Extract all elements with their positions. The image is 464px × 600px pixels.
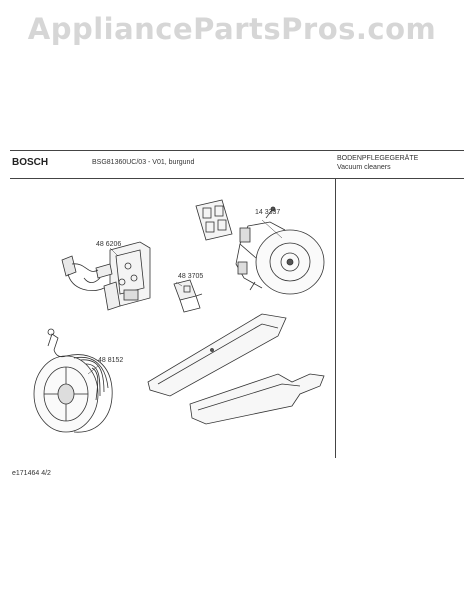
header-top-rule [10, 150, 464, 151]
part-label-14-3337: 14 3337 [255, 209, 280, 216]
model-number: BSG81360UC/03 - V01, burgund [92, 159, 195, 166]
part-label-48-8152: 48 8152 [98, 357, 123, 364]
cable-reel-part[interactable] [33, 328, 113, 433]
category-english: Vacuum cleaners [337, 164, 391, 171]
header-bottom-rule [10, 178, 464, 179]
motor-part[interactable] [195, 199, 325, 295]
exploded-parts-drawing: 14 3337 48 6206 48 3705 48 8152 [33, 199, 325, 433]
part-label-48-3705: 48 3705 [178, 273, 203, 280]
switch-assembly-part[interactable] [61, 241, 151, 311]
column-divider [335, 178, 336, 458]
part-label-48-6206: 48 6206 [96, 241, 121, 248]
clip-part[interactable] [173, 279, 203, 313]
brand-name: BOSCH [12, 157, 49, 168]
drawing-id: e171464 4/2 [12, 470, 51, 477]
upper-pad-part[interactable] [147, 313, 287, 397]
watermark-logo: AppliancePartsPros.com [27, 12, 437, 46]
lower-pad-part[interactable] [189, 373, 325, 425]
category-german: BODENPFLEGEGERÄTE [337, 155, 419, 162]
